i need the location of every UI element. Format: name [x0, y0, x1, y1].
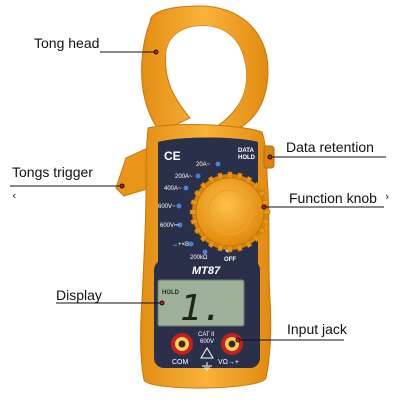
leader-dot [261, 204, 267, 210]
v-ohm-jack-label: VΩ→+ [218, 359, 239, 366]
range-label: 600V⎓ [160, 223, 179, 229]
tongs-trigger-label: Tongs trigger [12, 164, 93, 180]
tong-jaw-gap [166, 26, 247, 120]
model-name: MT87 [192, 265, 221, 277]
input-jack-label: Input jack [287, 321, 347, 337]
range-label: 200A~ [175, 174, 193, 180]
leader-dot [159, 300, 165, 306]
range-dot [215, 161, 221, 167]
display-label: Display [56, 287, 102, 303]
lcd-reading: 1. [180, 288, 223, 329]
range-dot [188, 241, 194, 247]
range-label: 600V~ [158, 204, 176, 210]
leader-dot [235, 337, 241, 343]
tong-jaw-shape [141, 5, 269, 133]
tong-head-label: Tong head [34, 35, 100, 51]
range-dot [177, 222, 183, 228]
ce-mark: CE [164, 149, 181, 163]
data-retention-label: Data retention [286, 139, 374, 155]
leader-dot [153, 49, 159, 55]
v-ohm-jack[interactable] [221, 333, 243, 355]
data-hold-label-bottom: HOLD [238, 155, 256, 161]
warning-triangle-icon [200, 347, 214, 359]
leader-dot [267, 154, 273, 160]
range-dot [183, 185, 189, 191]
ground-icon [202, 362, 212, 371]
leader-dot [119, 183, 125, 189]
tongs-trigger-shape[interactable] [115, 147, 151, 197]
category-rating-line2: 600V [200, 339, 214, 345]
range-dot [202, 249, 208, 255]
data-hold-label-top: DATA [238, 148, 254, 154]
range-dot [176, 203, 182, 209]
right-chevron-icon: › [385, 190, 390, 203]
category-rating-line1: CAT II [198, 332, 215, 338]
range-label: 400A~ [164, 186, 182, 192]
range-label: →+×B [172, 242, 189, 248]
range-label: 200kΩ [190, 255, 208, 261]
hold-indicator: HOLD [162, 290, 180, 296]
range-label-off: OFF [224, 257, 236, 263]
range-dot [195, 173, 201, 179]
left-chevron-icon: ‹ [12, 189, 17, 202]
com-jack[interactable] [171, 333, 193, 355]
function-knob-label: Function knob [289, 190, 377, 206]
com-jack-label: COM [172, 359, 189, 366]
function-knob[interactable] [189, 171, 271, 253]
range-label: 20A~ [196, 162, 211, 168]
